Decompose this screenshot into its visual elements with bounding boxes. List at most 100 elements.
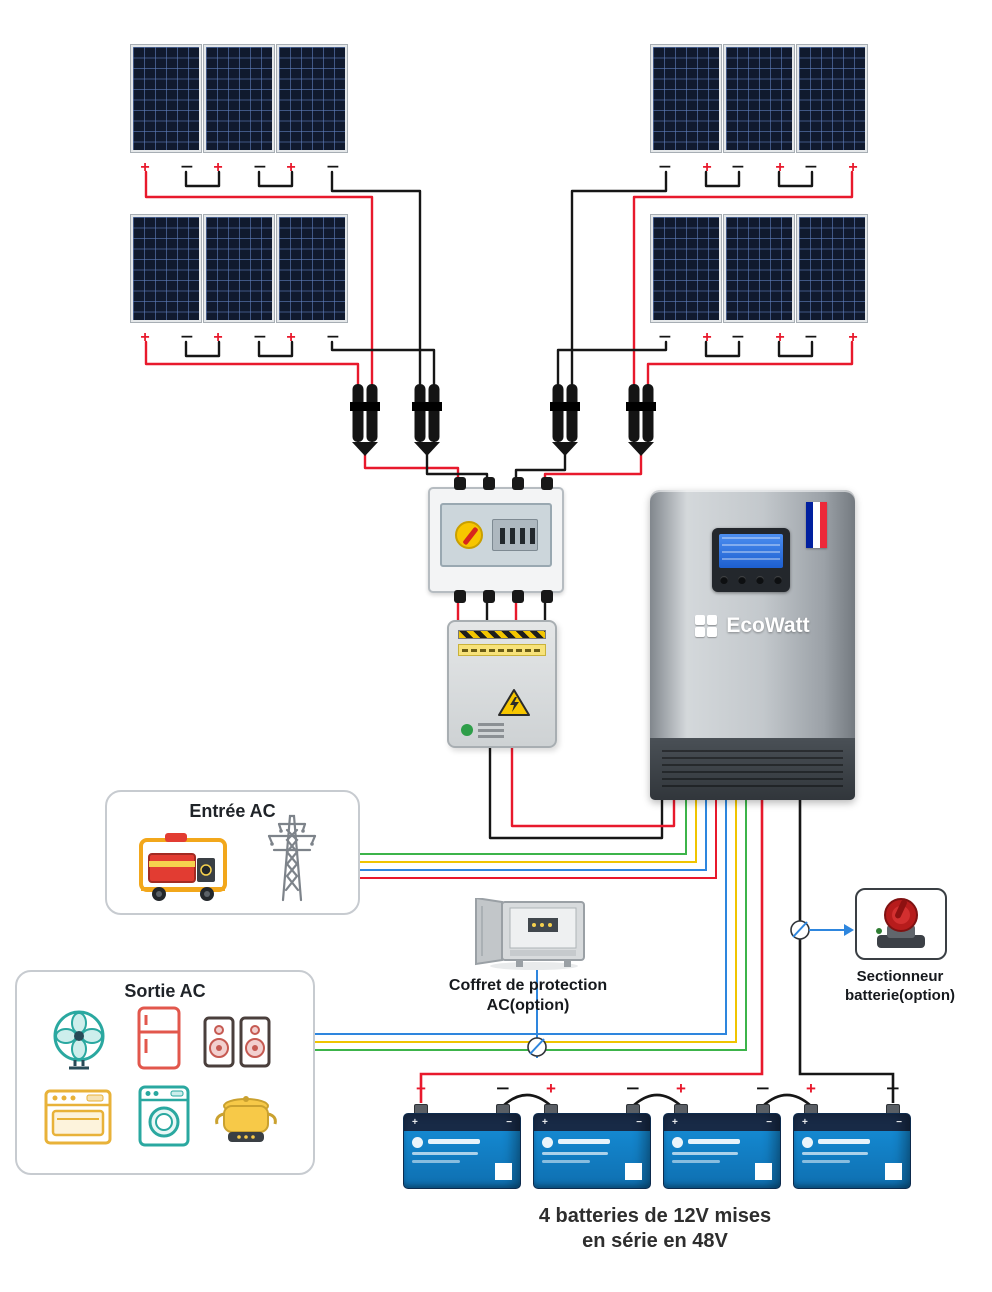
solar-panel: +− bbox=[277, 215, 347, 346]
cable-gland bbox=[512, 477, 524, 490]
battery: + − bbox=[793, 1104, 911, 1189]
ac-protection-cabinet-icon bbox=[475, 898, 585, 970]
dc-breaker-module bbox=[492, 519, 538, 551]
cable-gland bbox=[454, 590, 466, 603]
battery-top-plus: + bbox=[672, 1117, 678, 1128]
ac-breaker-symbol bbox=[527, 1037, 547, 1057]
pv-combiner-box bbox=[428, 477, 564, 603]
battery-top-minus: − bbox=[896, 1117, 902, 1128]
battery-logo-icon bbox=[412, 1137, 423, 1148]
panel-terminal-plus: + bbox=[286, 159, 296, 176]
washing-machine-icon bbox=[138, 1085, 190, 1147]
inverter-vents bbox=[650, 738, 855, 800]
dc-protection-box bbox=[447, 620, 557, 748]
battery: + − bbox=[663, 1104, 781, 1189]
warning-triangle-icon bbox=[498, 689, 530, 716]
lcd-screen bbox=[719, 534, 783, 568]
oven-icon bbox=[44, 1089, 112, 1145]
panel-terminal-plus: + bbox=[286, 329, 296, 346]
sectionneur-label: Sectionneur batterie(option) bbox=[808, 968, 992, 1006]
cable-gland bbox=[483, 590, 495, 603]
solar-panel: +− bbox=[204, 45, 274, 176]
coffret-label: Coffret de protection AC(option) bbox=[418, 976, 638, 1016]
battery-caption: 4 batteries de 12V mises en série en 48V bbox=[455, 1204, 855, 1254]
panel-terminal-plus: + bbox=[775, 159, 785, 176]
battery-logo-icon bbox=[542, 1137, 553, 1148]
solar-panel: −+ bbox=[724, 215, 794, 346]
battery: + − bbox=[533, 1104, 651, 1189]
solar-panel: −+ bbox=[724, 45, 794, 176]
battery-sign-minus: − bbox=[886, 1079, 900, 1098]
panel-terminal-minus: − bbox=[326, 159, 340, 176]
panel-terminal-plus: + bbox=[213, 159, 223, 176]
panel-terminal-minus: − bbox=[326, 329, 340, 346]
brand-text: EcoWatt bbox=[726, 614, 810, 637]
battery-top-minus: − bbox=[766, 1117, 772, 1128]
solar-panel: −+ bbox=[797, 215, 867, 346]
qr-code-icon bbox=[495, 1163, 512, 1180]
battery-top-minus: − bbox=[636, 1117, 642, 1128]
qr-code-icon bbox=[885, 1163, 902, 1180]
cable-gland bbox=[541, 590, 553, 603]
panel-terminal-minus: − bbox=[804, 329, 818, 346]
inverter-brand: EcoWatt bbox=[650, 614, 855, 638]
arrow-icon bbox=[844, 924, 854, 936]
panel-terminal-minus: − bbox=[658, 329, 672, 346]
panel-terminal-minus: − bbox=[731, 159, 745, 176]
entree-ac-box: Entrée AC bbox=[105, 790, 360, 915]
solar-panel: −+ bbox=[651, 215, 721, 346]
sectionneur-label-line1: Sectionneur bbox=[856, 968, 944, 985]
battery-caption-line2: en série en 48V bbox=[582, 1230, 728, 1252]
panel-terminal-minus: − bbox=[731, 329, 745, 346]
battery-top-minus: − bbox=[506, 1117, 512, 1128]
cable-gland bbox=[512, 590, 524, 603]
battery-sign-minus: − bbox=[496, 1079, 510, 1098]
qr-code-icon bbox=[755, 1163, 772, 1180]
battery-body: + − bbox=[793, 1113, 911, 1189]
mc4-connector-clusters bbox=[350, 384, 656, 456]
solar-panel: +− bbox=[131, 45, 201, 176]
battery-logo-icon bbox=[672, 1137, 683, 1148]
sortie-ac-box: Sortie AC bbox=[15, 970, 315, 1175]
cable-gland bbox=[483, 477, 495, 490]
battery: + − bbox=[403, 1104, 521, 1189]
qr-code-icon bbox=[625, 1163, 642, 1180]
speakers-icon bbox=[203, 1016, 271, 1068]
battery-sign-plus: + bbox=[676, 1079, 686, 1098]
french-flag-icon bbox=[806, 502, 827, 548]
panel-terminal-minus: − bbox=[658, 159, 672, 176]
battery-sign-minus: − bbox=[626, 1079, 640, 1098]
sectionneur-label-line2: batterie(option) bbox=[845, 986, 955, 1004]
coffret-label-line1: Coffret de protection bbox=[448, 977, 608, 994]
panel-terminal-plus: + bbox=[848, 329, 858, 346]
solar-panel: −+ bbox=[797, 45, 867, 176]
solar-panel: −+ bbox=[651, 45, 721, 176]
solar-panel: +− bbox=[204, 215, 274, 346]
rotary-switch-icon bbox=[455, 521, 483, 549]
battery-body: + − bbox=[533, 1113, 651, 1189]
rice-cooker-icon bbox=[215, 1096, 277, 1142]
ecowatt-logo-icon bbox=[695, 615, 718, 637]
combiner-window bbox=[440, 503, 552, 567]
panel-terminal-plus: + bbox=[775, 329, 785, 346]
cable-gland bbox=[541, 477, 553, 490]
inverter: EcoWatt bbox=[650, 490, 855, 800]
sectionneur-box bbox=[855, 888, 947, 960]
manufacturer-logo-icon bbox=[461, 724, 504, 736]
entree-ac-title: Entrée AC bbox=[189, 801, 276, 821]
panel-terminal-plus: + bbox=[848, 159, 858, 176]
warning-label bbox=[458, 644, 546, 656]
panel-terminal-plus: + bbox=[140, 329, 150, 346]
panel-terminal-plus: + bbox=[213, 329, 223, 346]
lcd-display bbox=[712, 528, 790, 592]
lcd-buttons bbox=[720, 574, 782, 586]
battery-switch-icon bbox=[876, 898, 925, 948]
panel-terminal-minus: − bbox=[253, 159, 267, 176]
solar-panel: +− bbox=[277, 45, 347, 176]
battery-logo-icon bbox=[802, 1137, 813, 1148]
solar-panel: +− bbox=[131, 215, 201, 346]
panel-terminal-minus: − bbox=[180, 329, 194, 346]
coffret-label-line2: AC(option) bbox=[486, 997, 570, 1014]
battery-sign-plus: + bbox=[546, 1079, 556, 1098]
